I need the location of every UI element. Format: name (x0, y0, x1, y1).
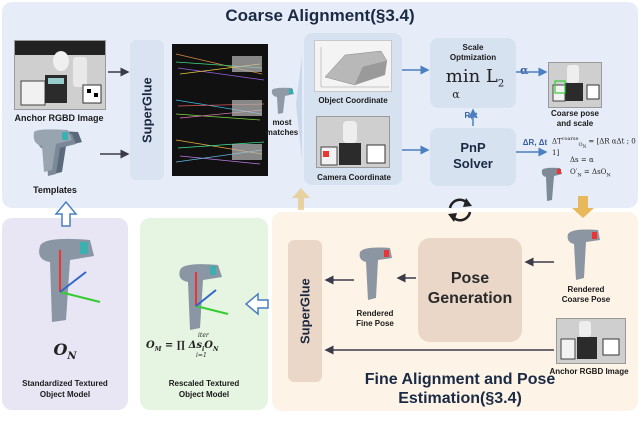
anchor-rgbd-bottom-label: Anchor RGBD Image (549, 367, 629, 376)
pose-generation-label-1: Pose (450, 270, 490, 287)
coarse-pose-scale-label-1: Coarse pose (550, 109, 600, 118)
min-l2-formula: min L2 (445, 66, 505, 90)
cycle-icon (448, 198, 472, 222)
object-coordinate-image (314, 40, 392, 92)
pnp-label-1: PnP (460, 140, 486, 155)
pose-generation-box (418, 238, 522, 342)
standardized-label-2: Object Model (39, 390, 91, 399)
scale-optimization-label-2: Optmization (449, 53, 497, 62)
anchor-rgbd-label: Anchor RGBD Image (14, 113, 104, 123)
object-coordinate-label: Object Coordinate (318, 96, 388, 105)
eq-delta-s: Δs = α (570, 156, 594, 164)
rendered-fine-label-2: Fine Pose (356, 319, 394, 328)
standardized-model-image (30, 232, 106, 328)
rescaled-label-1: Rescaled Textured (168, 379, 240, 388)
scaled-thermometer-icon (540, 166, 564, 204)
standardized-label-1: Standardized Textured (22, 379, 108, 388)
most-matches-label-2: matches (265, 128, 299, 137)
o-n-symbol: ON (53, 340, 77, 363)
fine-alignment-title-line1: Fine Alignment and Pose (364, 371, 556, 388)
templates-stack (28, 126, 98, 181)
eq-om-iter: iter (198, 332, 209, 339)
coarse-pose-scale-label-2: and scale (556, 119, 594, 128)
eq-delta-t: ΔTcoarseON = [ΔR αΔt ; 0 1] (552, 136, 636, 157)
camera-coordinate-label: Camera Coordinate (317, 173, 391, 182)
eq-om: OM = ∏ ΔsiON (146, 340, 219, 353)
rescaled-model-image (172, 258, 232, 334)
rendered-fine-label-1: Rendered (356, 309, 394, 318)
eq-o-prime: O′N = ΔsON (570, 168, 611, 179)
anchor-rgbd-image (14, 40, 106, 110)
pnp-label-2: Solver (453, 156, 493, 171)
fine-alignment-title-line2: Estimation(§3.4) (398, 390, 522, 407)
delta-rt-label: ΔR, Δt (522, 138, 548, 147)
templates-label: Templates (33, 185, 77, 195)
rendered-coarse-label-1: Rendered (567, 285, 605, 294)
rendered-coarse-pose-image (564, 226, 604, 282)
anchor-rgbd-bottom-image (556, 318, 626, 364)
rescaled-label-2: Object Model (178, 390, 230, 399)
scale-optimization-label-1: Scale (462, 43, 484, 52)
camera-coordinate-image (316, 116, 390, 168)
eq-om-i1: i=1 (196, 352, 207, 359)
most-matches-template (270, 86, 296, 116)
rendered-fine-pose-image (356, 244, 396, 304)
match-visualization (172, 44, 268, 176)
pnp-solver-box (430, 128, 516, 186)
coarse-pose-scale-image (548, 62, 602, 108)
scale-optimization-box (430, 38, 516, 108)
pose-generation-label-2: Generation (427, 290, 513, 307)
min-l2-alpha: α (452, 88, 460, 101)
most-matches-label-1: most (272, 118, 292, 127)
rescaled-model-panel (140, 218, 268, 410)
alpha-label: α (520, 64, 529, 77)
coarse-alignment-title: Coarse Alignment(§3.4) (225, 6, 415, 25)
rendered-coarse-label-2: Coarse Pose (561, 295, 611, 304)
